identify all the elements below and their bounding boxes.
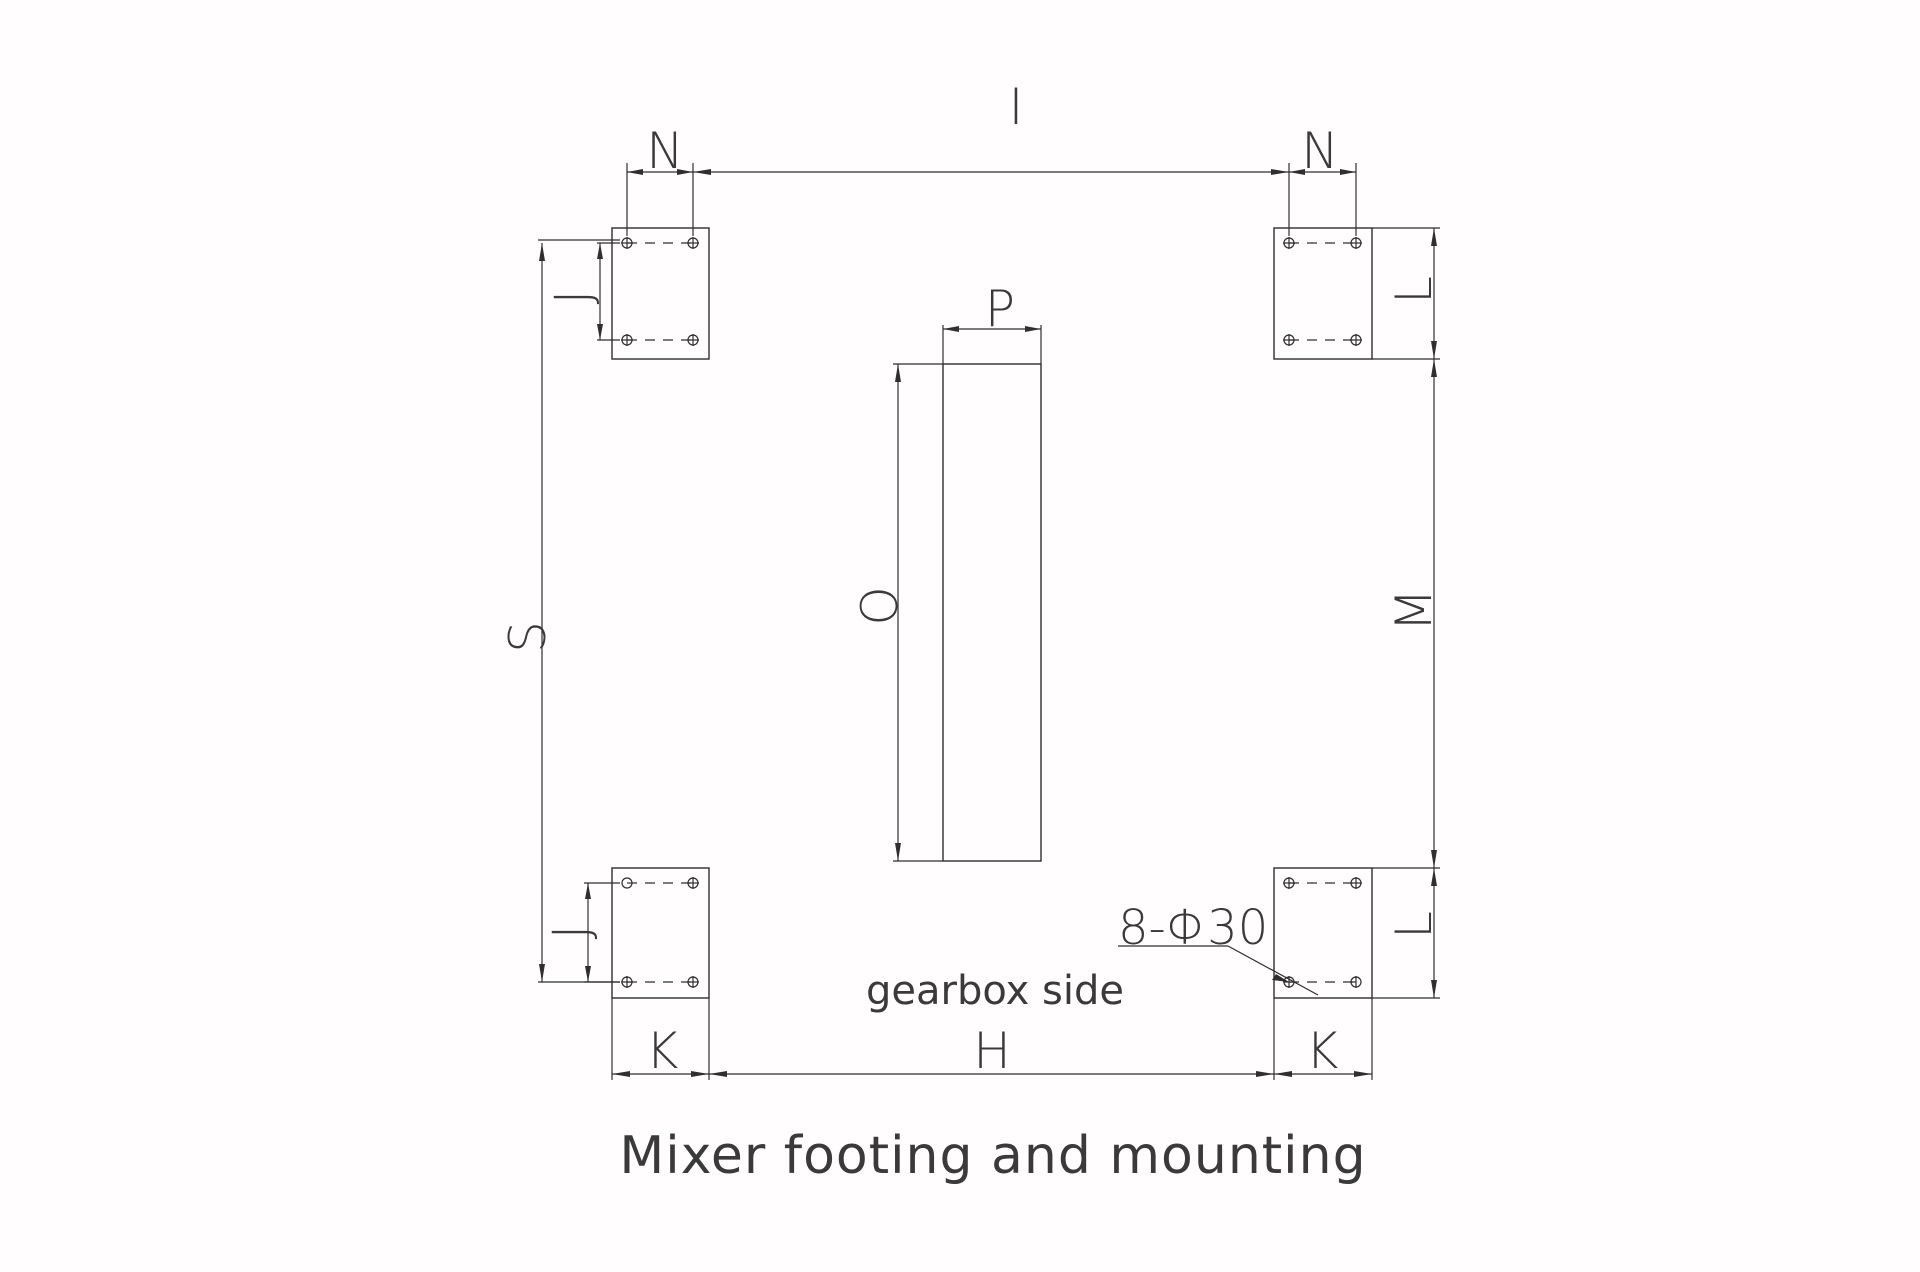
gearbox-side-label: gearbox side <box>866 968 1124 1014</box>
dimension-label-i: I <box>1009 78 1024 136</box>
bolt-hole <box>1350 237 1362 249</box>
drawing-caption: Mixer footing and mounting <box>619 1126 1366 1186</box>
dimension-s: S <box>499 239 620 983</box>
dimension-o: O <box>851 363 943 862</box>
bolt-hole <box>621 334 633 346</box>
dimension-label-l-bottom: L <box>1385 911 1443 939</box>
bolt-hole <box>1350 334 1362 346</box>
bolt-hole <box>1350 877 1362 889</box>
bolt-hole <box>621 877 633 889</box>
dimension-label-k-left: K <box>646 1022 679 1080</box>
dimension-label-s: S <box>499 621 557 653</box>
dimension-n-right: N <box>1288 122 1357 236</box>
dimension-label-h: H <box>973 1022 1011 1080</box>
bolt-hole <box>687 334 699 346</box>
bolt-hole <box>1283 334 1295 346</box>
hole-callout-label: 8-Φ30 <box>1118 900 1268 956</box>
dimension-k-left: K <box>611 998 710 1080</box>
dimension-label-p: P <box>985 280 1015 338</box>
dimension-label-n-left: N <box>646 122 683 180</box>
foot-bottom-right <box>1273 867 1373 999</box>
dimension-label-j-top: J <box>544 290 602 305</box>
dimension-p: P <box>942 280 1042 364</box>
dimension-j-top: J <box>544 242 620 341</box>
bolt-hole <box>687 877 699 889</box>
center-opening <box>942 363 1042 862</box>
dimension-n-left: N <box>626 122 694 236</box>
bolt-hole <box>687 237 699 249</box>
dimension-label-l-top: L <box>1385 276 1443 304</box>
foot-top-right <box>1273 227 1373 360</box>
bolt-hole <box>1350 976 1362 988</box>
bolt-hole <box>687 976 699 988</box>
dimension-h: H <box>709 1022 1274 1080</box>
bolt-holes <box>621 237 1362 988</box>
dimension-label-k-right: K <box>1306 1022 1339 1080</box>
bolt-hole <box>621 976 633 988</box>
dimension-i: I <box>693 78 1289 175</box>
hole-callout: 8-Φ30 <box>1118 900 1319 996</box>
dimension-j-bottom: J <box>542 882 620 983</box>
dimension-l-bottom: L <box>1372 867 1443 999</box>
dimension-label-j-bottom: J <box>542 925 600 940</box>
bolt-hole <box>1283 237 1295 249</box>
dimension-k-right: K <box>1273 998 1373 1080</box>
foot-bottom-left <box>611 867 710 999</box>
dimension-label-o: O <box>851 586 909 625</box>
dimension-label-n-right: N <box>1301 122 1338 180</box>
dimension-l-top: L <box>1372 227 1443 360</box>
foot-top-left <box>611 227 710 360</box>
bolt-hole <box>1283 877 1295 889</box>
dimension-m: M <box>1385 359 1443 868</box>
bolt-hole <box>621 237 633 249</box>
dimension-label-m: M <box>1385 588 1443 631</box>
